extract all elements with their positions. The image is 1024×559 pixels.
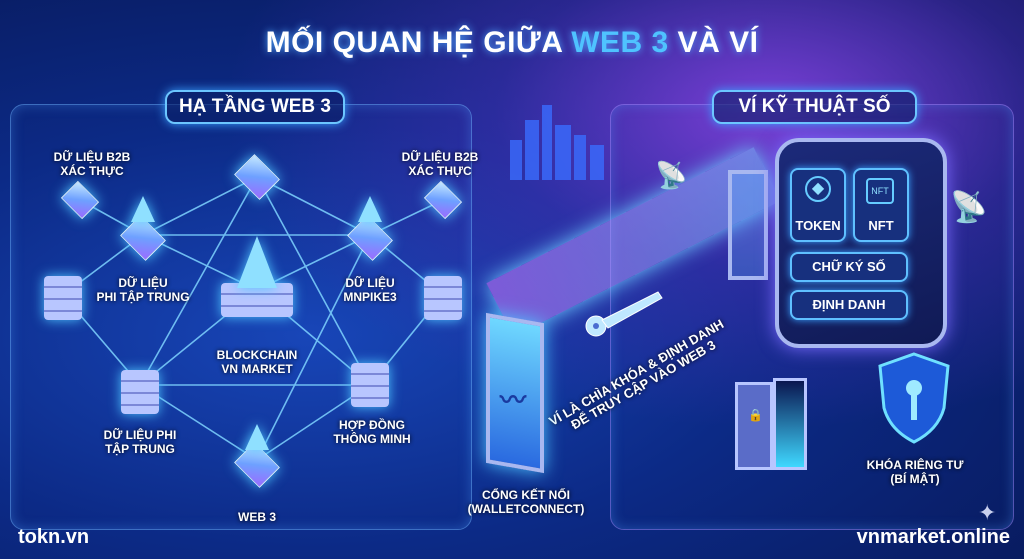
key-icon bbox=[585, 291, 663, 337]
node-label-data-right: DỮ LIỆU MNPIKE3 bbox=[343, 276, 397, 304]
node-label-decentral: DỮ LIỆU PHI TẬP TRUNG bbox=[96, 276, 190, 304]
ethereum-icon bbox=[245, 424, 269, 450]
walletconnect-icon: 〰 bbox=[500, 385, 527, 415]
lock-icon: 🔒 bbox=[748, 408, 763, 422]
door-opening bbox=[773, 378, 807, 470]
ethereum-coin-icon: ◆ bbox=[805, 176, 831, 202]
left-server-node bbox=[44, 276, 82, 320]
node-label-decentral-2: DỮ LIỆU PHI TẬP TRUNG bbox=[103, 428, 177, 456]
sparkle-icon: ✦ bbox=[978, 500, 997, 525]
node-label-b2b-right: DỮ LIỆU B2B XÁC THỰC bbox=[401, 150, 479, 178]
page-title: MỐI QUAN HỆ GIỮA WEB 3 VÀ VÍ bbox=[265, 26, 759, 59]
private-key-label: KHÓA RIÊNG TƯ (BÍ MẬT) bbox=[866, 458, 964, 486]
ethereum-icon bbox=[131, 196, 155, 222]
digital-signature-button[interactable]: CHỮ KÝ SỐ bbox=[790, 252, 908, 282]
satellite-dish-icon: 📡 bbox=[950, 191, 988, 224]
blockchain-server-node bbox=[221, 283, 293, 317]
city-skyline-icon bbox=[510, 105, 604, 180]
footer-left-brand[interactable]: tokn.vn bbox=[18, 526, 90, 548]
ethereum-icon bbox=[237, 236, 277, 288]
satellite-dish-icon: 📡 bbox=[655, 160, 688, 190]
gateway-label: CỔNG KẾT NỐI (WALLETCONNECT) bbox=[467, 488, 585, 516]
footer-right-brand[interactable]: vnmarket.online bbox=[856, 526, 1010, 548]
private-key-shield-icon bbox=[878, 352, 950, 444]
nft-icon: NFT bbox=[866, 178, 894, 204]
smart-contract-node bbox=[351, 363, 389, 407]
node-label-smart-contract: HỢP ĐỒNG THÔNG MINH bbox=[333, 418, 411, 446]
right-server-node bbox=[424, 276, 462, 320]
ethereum-icon bbox=[358, 196, 382, 222]
bottom-left-server-node bbox=[121, 370, 159, 414]
node-label-b2b-left: DỮ LIỆU B2B XÁC THỰC bbox=[53, 150, 131, 178]
door-icon bbox=[735, 382, 773, 470]
web3-infrastructure-header: HẠ TẦNG WEB 3 bbox=[165, 90, 345, 124]
identity-button[interactable]: ĐỊNH DANH bbox=[790, 290, 908, 320]
node-label-web3: WEB 3 bbox=[237, 510, 277, 524]
nft-button[interactable]: NFT bbox=[853, 168, 909, 242]
digital-wallet-header: VÍ KỸ THUẬT SỐ bbox=[712, 90, 917, 124]
node-label-blockchain: BLOCKCHAIN VN MARKET bbox=[216, 348, 298, 376]
gateway-window-frame bbox=[728, 170, 768, 280]
